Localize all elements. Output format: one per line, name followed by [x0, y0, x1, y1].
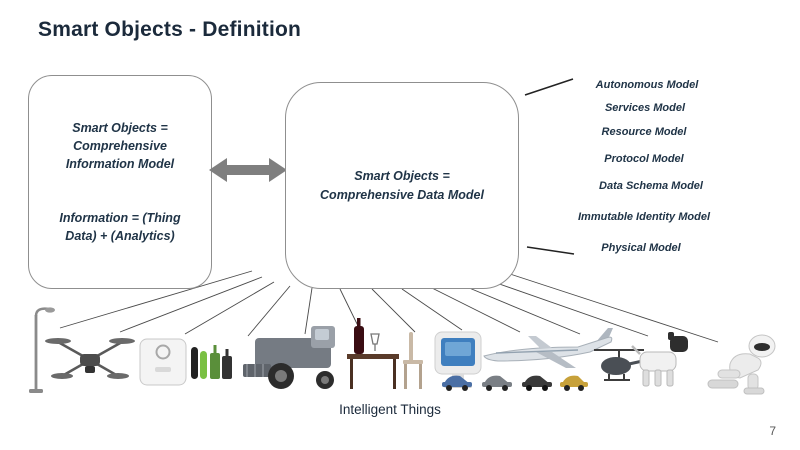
intelligent-things-caption: Intelligent Things: [339, 402, 441, 417]
data-model-text: Smart Objects = Comprehensive Data Model: [320, 169, 484, 202]
street-lamp-icon: [16, 303, 58, 402]
helicopter-icon: [592, 344, 650, 393]
combine-harvester-icon: [243, 320, 349, 401]
double-arrow-icon: [209, 156, 287, 184]
humanoid-robot-icon: [700, 330, 788, 401]
model-label-physical: Physical Model: [601, 242, 681, 254]
model-label-autonomous: Autonomous Model: [595, 79, 699, 91]
model-label-resource: Resource Model: [601, 126, 687, 138]
wine-table-chair-icon: [345, 318, 429, 399]
quadcopter-drone-icon: [42, 328, 138, 397]
information-model-box: Smart Objects = Comprehensive Informatio…: [28, 75, 212, 289]
page-number: 7: [769, 424, 776, 438]
smart-scale-and-wearables-icon: [138, 333, 234, 396]
model-label-services: Services Model: [604, 102, 686, 114]
robot-dog-icon: [628, 328, 696, 397]
data-model-box: Smart Objects = Comprehensive Data Model: [285, 82, 519, 289]
model-label-data-schema: Data Schema Model: [599, 180, 703, 192]
information-model-text: Smart Objects = Comprehensive Informatio…: [65, 120, 175, 171]
airplane-icon: [478, 326, 630, 381]
model-label-protocol: Protocol Model: [604, 153, 684, 165]
toy-cars-icon: [440, 368, 590, 399]
information-formula-text: Information = (Thing Data) + (Analytics): [59, 211, 181, 244]
model-label-immutable-identity: Immutable Identity Model: [577, 211, 711, 223]
slide-title: Smart Objects - Definition: [38, 18, 302, 41]
